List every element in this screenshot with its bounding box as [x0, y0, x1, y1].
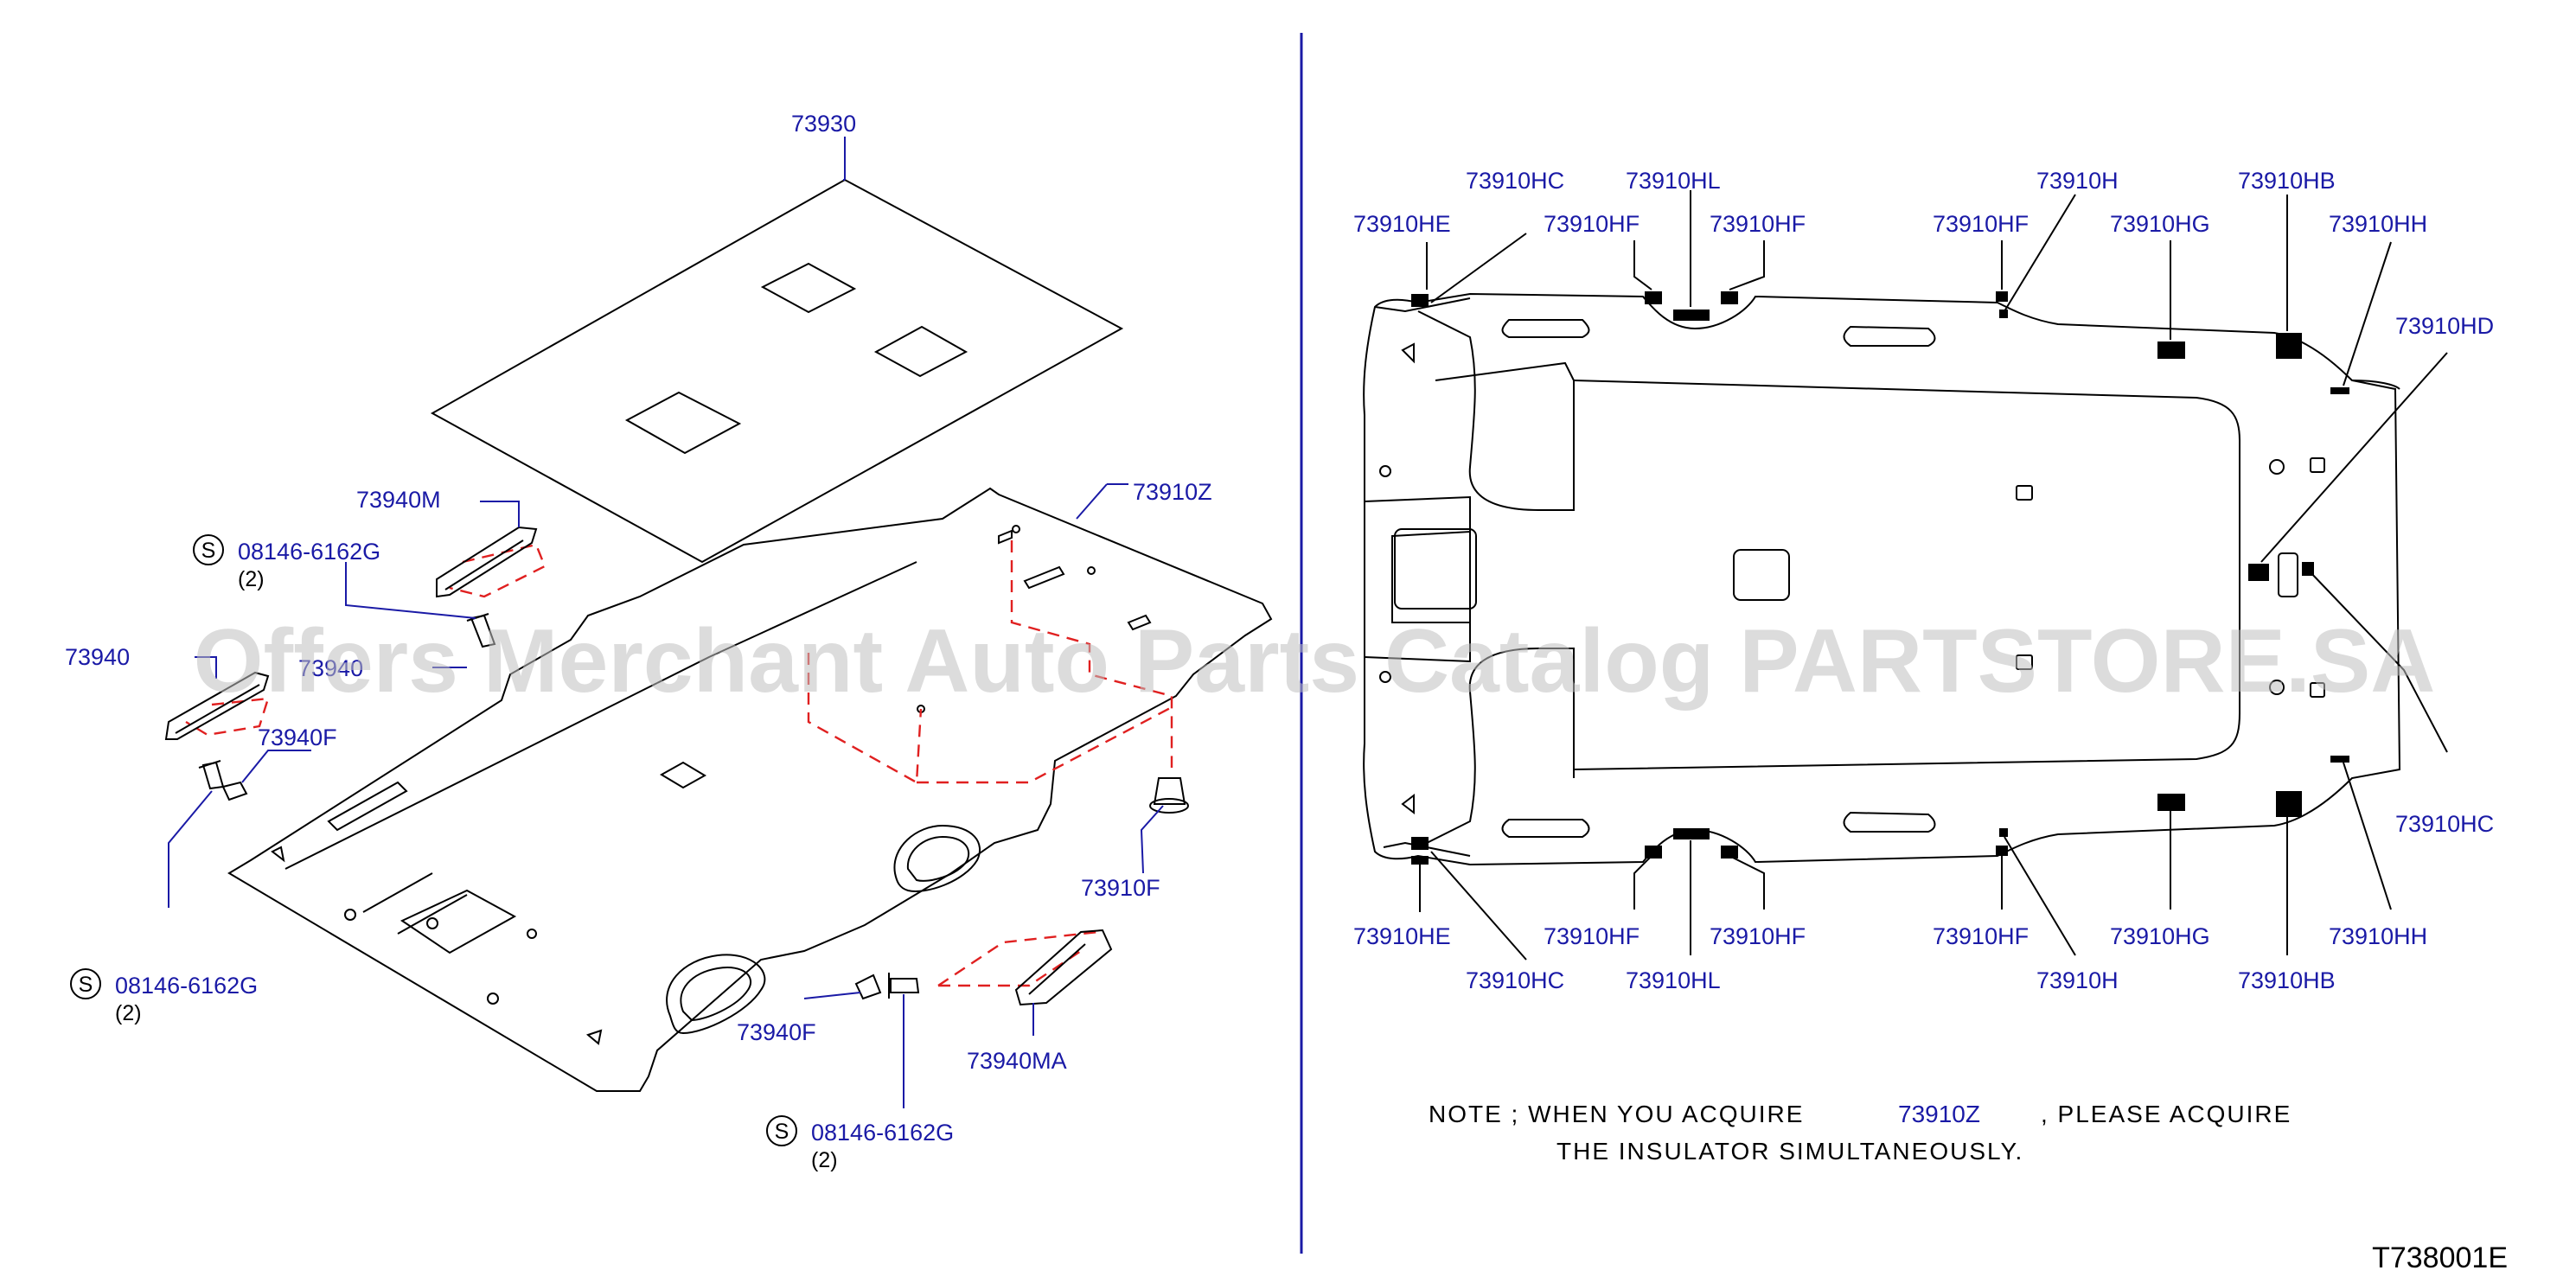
svg-text:S: S — [79, 973, 93, 997]
label-73910HG-bottom: 73910HG — [2110, 923, 2210, 949]
clip-73940F-top — [221, 781, 248, 801]
label-73910HC-right: 73910HC — [2395, 811, 2494, 837]
label-73910HF-bottom-3: 73910HF — [1933, 923, 2029, 949]
label-73910HC-top: 73910HC — [1466, 168, 1564, 194]
label-screw-a-qty: (2) — [238, 567, 265, 591]
label-screw-c: 08146-6162G — [811, 1120, 954, 1146]
svg-text:S: S — [201, 539, 216, 563]
clip-73940F-bottom — [854, 973, 882, 1000]
label-73910HE-bottom: 73910HE — [1353, 923, 1451, 949]
screw-left-mid — [198, 760, 225, 790]
label-73910HC-bottom: 73910HC — [1466, 967, 1564, 993]
label-73940MA: 73940MA — [967, 1048, 1067, 1074]
watermark-text: Offers Merchant Auto Parts Catalog PARTS… — [194, 611, 2436, 712]
std-part-symbol-c: S — [766, 1115, 797, 1146]
label-73910HE-top: 73910HE — [1353, 211, 1451, 237]
label-73940-inner: 73940 — [298, 655, 363, 681]
drawing-code: T738001E — [2372, 1242, 2508, 1274]
assist-grip-73940 — [164, 671, 270, 740]
right-leader-lines — [1419, 190, 2448, 961]
label-73910HD: 73910HD — [2395, 313, 2494, 339]
label-73940M: 73940M — [356, 487, 441, 513]
label-73910HL-bottom: 73910HL — [1626, 967, 1721, 993]
label-screw-b: 08146-6162G — [115, 973, 258, 999]
screw-left-top — [466, 613, 496, 648]
assist-grip-73940M — [436, 526, 538, 598]
label-73910HB-top: 73910HB — [2238, 168, 2336, 194]
label-73910HB-bottom: 73910HB — [2238, 967, 2336, 993]
svg-text:S: S — [775, 1120, 789, 1144]
std-part-symbol-b: S — [70, 968, 101, 999]
label-73910H-top: 73910H — [2036, 168, 2119, 194]
label-73910HF-top-1: 73910HF — [1544, 211, 1640, 237]
label-73910HG-top: 73910HG — [2110, 211, 2210, 237]
label-73910HF-top-2: 73910HF — [1710, 211, 1806, 237]
left-leader-lines — [168, 501, 1164, 1108]
assembly-dashed-lines — [185, 540, 1173, 987]
label-73910HH-bottom: 73910HH — [2329, 923, 2427, 949]
label-73910HH-top: 73910HH — [2329, 211, 2427, 237]
note-line1-a: NOTE ; WHEN YOU ACQUIRE — [1429, 1101, 1804, 1127]
label-73910HF-bottom-1: 73910HF — [1544, 923, 1640, 949]
insulator-73930 — [430, 178, 1124, 564]
note-block: NOTE ; WHEN YOU ACQUIRE 73910Z , PLEASE … — [1429, 1101, 2292, 1165]
label-73910HF-top-3: 73910HF — [1933, 211, 2029, 237]
label-screw-a: 08146-6162G — [238, 539, 380, 565]
headlining-73910Z — [227, 487, 1273, 1092]
note-line2: THE INSULATOR SIMULTANEOUSLY. — [1556, 1138, 2023, 1165]
clip-73910F — [1149, 777, 1189, 814]
label-screw-b-qty: (2) — [115, 1001, 142, 1025]
label-73910HL-top: 73910HL — [1626, 168, 1721, 194]
label-73940-left: 73940 — [65, 644, 130, 670]
label-73940F-bottom: 73940F — [737, 1019, 816, 1045]
headlining-top-view — [1363, 292, 2401, 866]
label-73930: 73930 — [791, 111, 856, 137]
label-73910H-bottom: 73910H — [2036, 967, 2119, 993]
label-screw-c-qty: (2) — [811, 1148, 838, 1172]
clip-markers — [1411, 291, 2349, 865]
note-line1-b: , PLEASE ACQUIRE — [2041, 1101, 2292, 1127]
std-part-symbol-a: S — [193, 534, 224, 565]
label-73940F-top: 73940F — [258, 724, 337, 750]
assist-grip-73940MA — [1014, 929, 1113, 1006]
screw-bottom — [888, 973, 920, 999]
note-part: 73910Z — [1898, 1101, 1980, 1127]
label-73910Z: 73910Z — [1133, 479, 1212, 505]
label-73910HF-bottom-2: 73910HF — [1710, 923, 1806, 949]
label-73910F: 73910F — [1081, 875, 1160, 901]
